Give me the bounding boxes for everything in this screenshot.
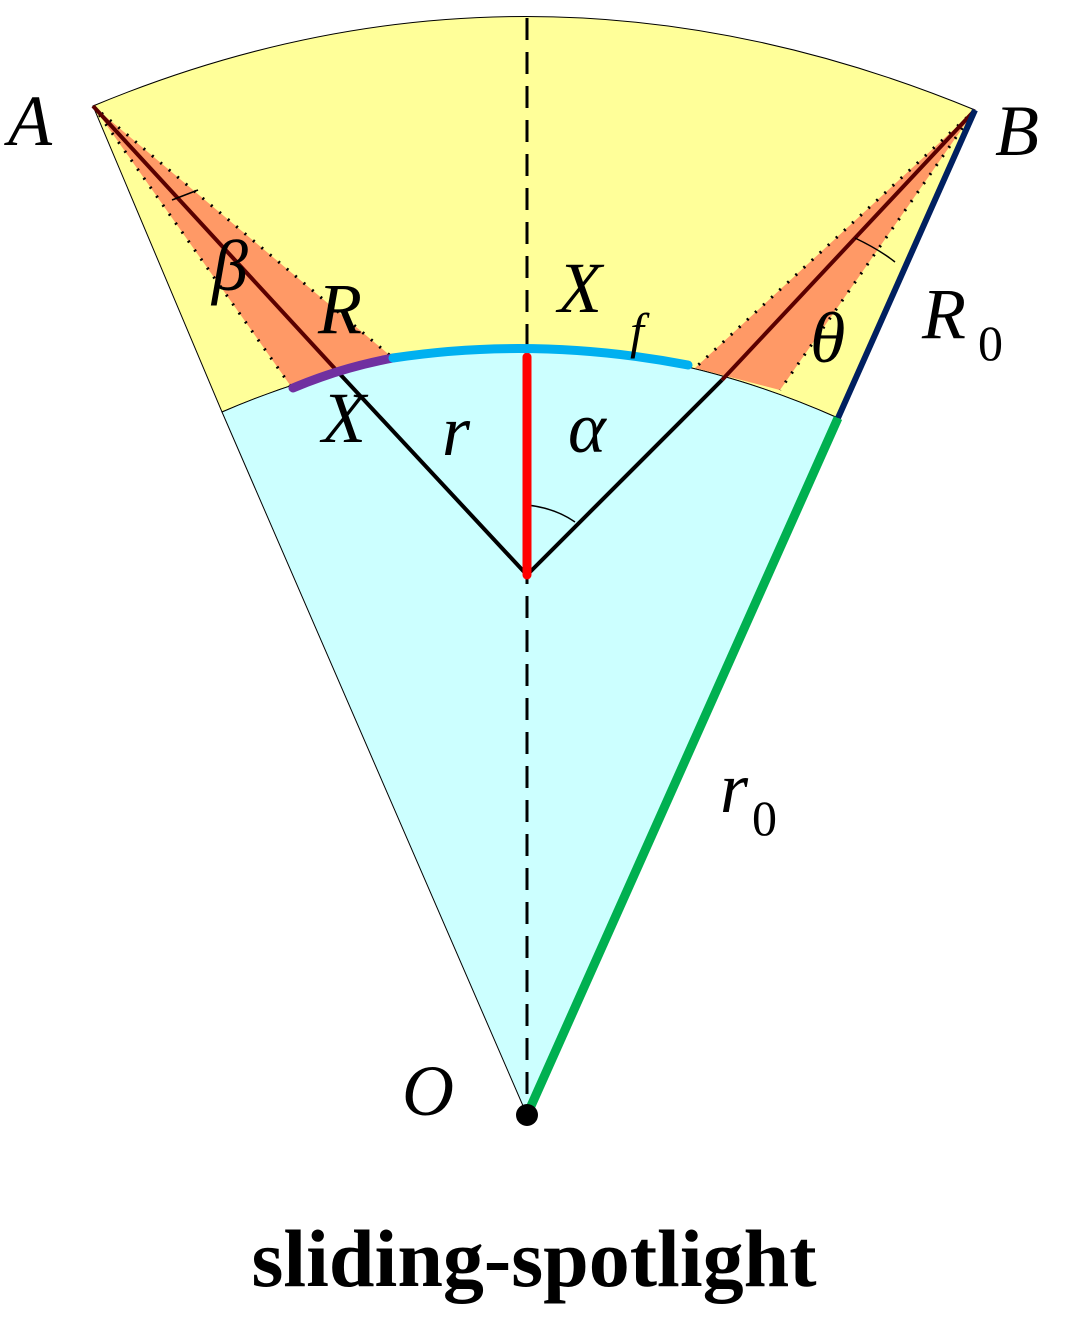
label-r0: r <box>720 748 749 828</box>
slant-R0 <box>835 108 978 420</box>
label-A: A <box>4 81 53 161</box>
label-O: O <box>402 1051 454 1131</box>
origin-point <box>516 1104 538 1126</box>
slant-r0 <box>522 416 843 1117</box>
label-R0: R <box>921 274 966 354</box>
arc-X-segment <box>288 353 398 393</box>
ray-A-to-X <box>91 104 340 374</box>
label-theta: θ <box>810 298 845 378</box>
label-R0-sub: 0 <box>978 315 1003 371</box>
diagram-caption: sliding-spotlight <box>251 1213 817 1304</box>
ray-B <box>720 108 977 382</box>
alpha-angle-arc <box>526 504 576 523</box>
label-alpha: α <box>568 388 607 468</box>
beta-angle-arc <box>171 189 199 201</box>
right-radius <box>525 378 724 577</box>
label-r0-sub: 0 <box>752 790 777 846</box>
label-Xf: X <box>555 248 605 328</box>
right-beam <box>695 110 975 390</box>
theta-angle-arc <box>854 237 896 263</box>
left-radius <box>336 370 529 577</box>
label-B: B <box>995 91 1039 171</box>
label-R: R <box>317 269 362 349</box>
arc-Xf-segment <box>388 344 693 370</box>
label-X: X <box>319 378 369 458</box>
label-r: r <box>442 391 471 471</box>
label-beta: β <box>210 226 248 306</box>
left-beam <box>93 106 393 385</box>
